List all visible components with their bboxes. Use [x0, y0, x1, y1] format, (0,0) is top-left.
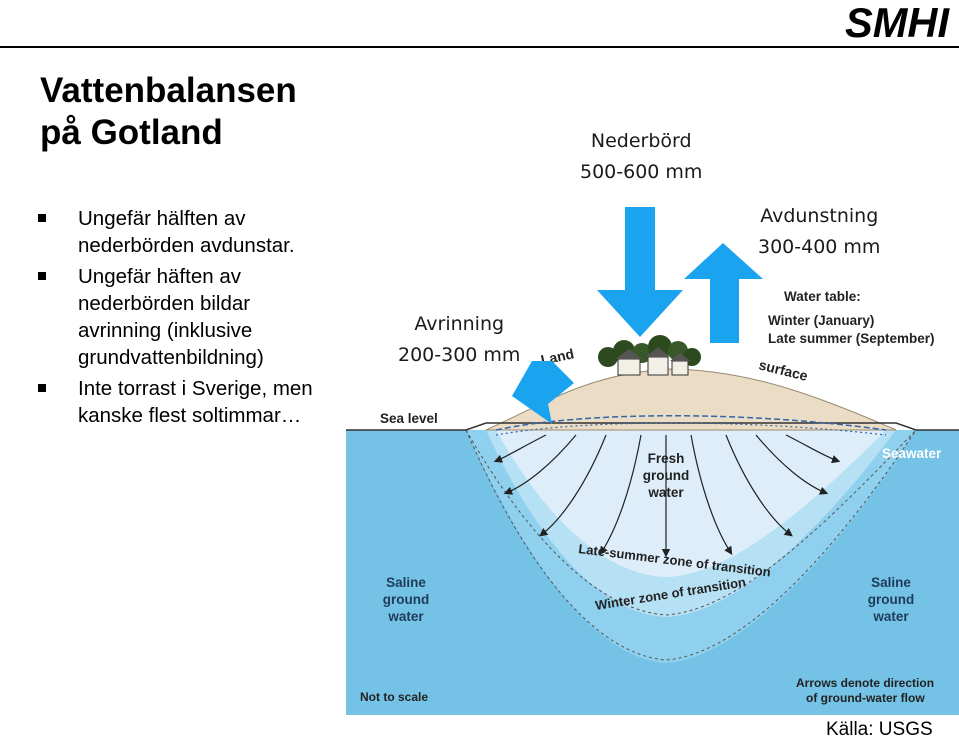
bullet-square-icon [38, 214, 46, 222]
seawater-label: Seawater [882, 446, 942, 461]
saline-left-1: Saline [386, 575, 426, 590]
smhi-logo: SMHI [845, 2, 950, 42]
precipitation-arrow [597, 207, 683, 337]
arrows-note-1: Arrows denote direction [796, 676, 934, 690]
fresh-label: Fresh [648, 451, 685, 466]
title-line-2: på Gotland [40, 113, 223, 152]
saline-right-3: water [872, 609, 909, 624]
bullet-list: Ungefär hälften av nederbörden avdunstar… [38, 205, 338, 433]
bullet-text: Ungefär häften av nederbörden bildar avr… [78, 265, 264, 369]
precipitation-annotation: Nederbörd 500-600 mm [580, 126, 702, 188]
source-credit: Källa: USGS [826, 719, 933, 740]
water-table-winter [495, 415, 887, 431]
saline-left-2: ground [383, 592, 430, 607]
water-table-winter-label: Winter (January) [768, 313, 874, 328]
bullet-item: Inte torrast i Sverige, men kanske flest… [38, 375, 338, 429]
title-line-1: Vattenbalansen [40, 71, 297, 110]
legend-band [346, 675, 959, 715]
fresh-ground-label: ground [643, 468, 690, 483]
late-summer-boundary [465, 429, 917, 616]
evaporation-label: Avdunstning [760, 205, 879, 227]
saline-left-3: water [387, 609, 424, 624]
village-icon [598, 335, 701, 376]
water-table-title: Water table: [784, 289, 861, 304]
bullet-square-icon [38, 272, 46, 280]
not-to-scale-label: Not to scale [360, 690, 428, 704]
runoff-value: 200-300 mm [398, 344, 521, 366]
water-table-summer-label: Late summer (September) [768, 331, 935, 346]
evaporation-arrow [684, 243, 763, 343]
evaporation-value: 300-400 mm [758, 236, 881, 258]
precipitation-label: Nederbörd [590, 130, 692, 152]
groundwater-diagram: Water table: Winter (January) Late summe… [346, 285, 959, 715]
svg-text:SMHI: SMHI [845, 2, 950, 42]
saline-right-2: ground [868, 592, 915, 607]
flow-arrows [493, 434, 841, 558]
bullet-text: Inte torrast i Sverige, men kanske flest… [78, 377, 313, 427]
water-table-summer [495, 422, 887, 436]
runoff-arrow [512, 361, 574, 424]
saline-right-1: Saline [871, 575, 911, 590]
fresh-groundwater-lens [496, 430, 886, 577]
runoff-label: Avrinning [414, 313, 505, 335]
bullet-item: Ungefär hälften av nederbörden avdunstar… [38, 205, 338, 259]
precipitation-value: 500-600 mm [580, 161, 703, 183]
fresh-water-label: water [647, 485, 684, 500]
bullet-text: Ungefär hälften av nederbörden avdunstar… [78, 207, 295, 257]
bullet-square-icon [38, 384, 46, 392]
runoff-annotation: Avrinning 200-300 mm [398, 309, 520, 371]
evaporation-annotation: Avdunstning 300-400 mm [758, 201, 880, 263]
page-title: Vattenbalansen på Gotland [40, 70, 297, 154]
arrows-note-2: of ground-water flow [806, 691, 925, 705]
header-rule [0, 46, 959, 48]
bullet-item: Ungefär häften av nederbörden bildar avr… [38, 263, 338, 371]
sea-level-label: Sea level [380, 411, 438, 426]
